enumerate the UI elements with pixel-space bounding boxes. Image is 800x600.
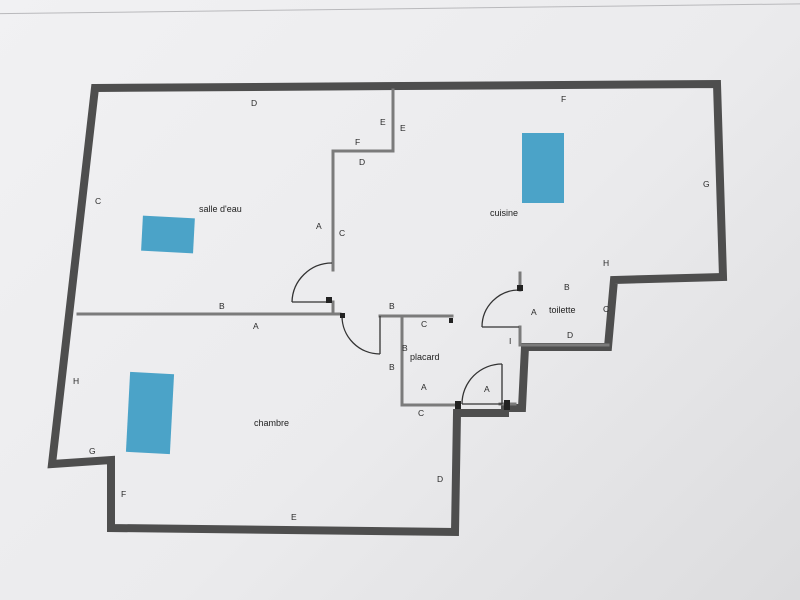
wall-label: B (402, 343, 408, 353)
room-label-toilette: toilette (549, 305, 576, 315)
wall-label: C (95, 196, 101, 206)
wall-label: C (603, 304, 609, 314)
window-cuisine (522, 133, 564, 203)
door-cuisine-hall (481, 285, 523, 328)
wall-label: H (603, 258, 609, 268)
wall-label: G (703, 179, 710, 189)
wall-label: D (567, 330, 573, 340)
wall-label: A (531, 307, 537, 317)
room-label-salle-deau: salle d'eau (199, 204, 242, 214)
wall-label: G (89, 446, 96, 456)
wall-label: C (421, 319, 427, 329)
window-chambre (125, 371, 175, 455)
wall-label: D (437, 474, 443, 484)
door-salle-deau (291, 262, 333, 303)
wall-label: F (355, 137, 360, 147)
wall-label: D (251, 98, 257, 108)
wall-label: A (421, 382, 427, 392)
wall-label: H (73, 376, 79, 386)
room-label-placard: placard (410, 352, 440, 362)
wall-label: C (339, 228, 345, 238)
wall-label: E (291, 512, 297, 522)
door-chambre (340, 313, 381, 355)
wall-label: F (121, 489, 126, 499)
wall-label: A (253, 321, 259, 331)
window-salle-deau (141, 215, 195, 254)
door-entry (455, 363, 510, 410)
wall-labels: D C B E F A D C E F G H B A H G F E D B … (73, 94, 710, 522)
wall-label: F (561, 94, 566, 104)
wall-label: I (509, 336, 511, 346)
wall-label: E (380, 117, 386, 127)
wall-label: B (219, 301, 225, 311)
wall-label: A (484, 384, 490, 394)
wall-label: A (316, 221, 322, 231)
wall-label: E (400, 123, 406, 133)
wall-label: B (389, 362, 395, 372)
wall-label: D (359, 157, 365, 167)
wall-label: B (389, 301, 395, 311)
room-label-cuisine: cuisine (490, 208, 518, 218)
wall-label: C (418, 408, 424, 418)
room-label-chambre: chambre (254, 418, 289, 428)
wall-label: B (564, 282, 570, 292)
placard-hinge (449, 318, 453, 323)
